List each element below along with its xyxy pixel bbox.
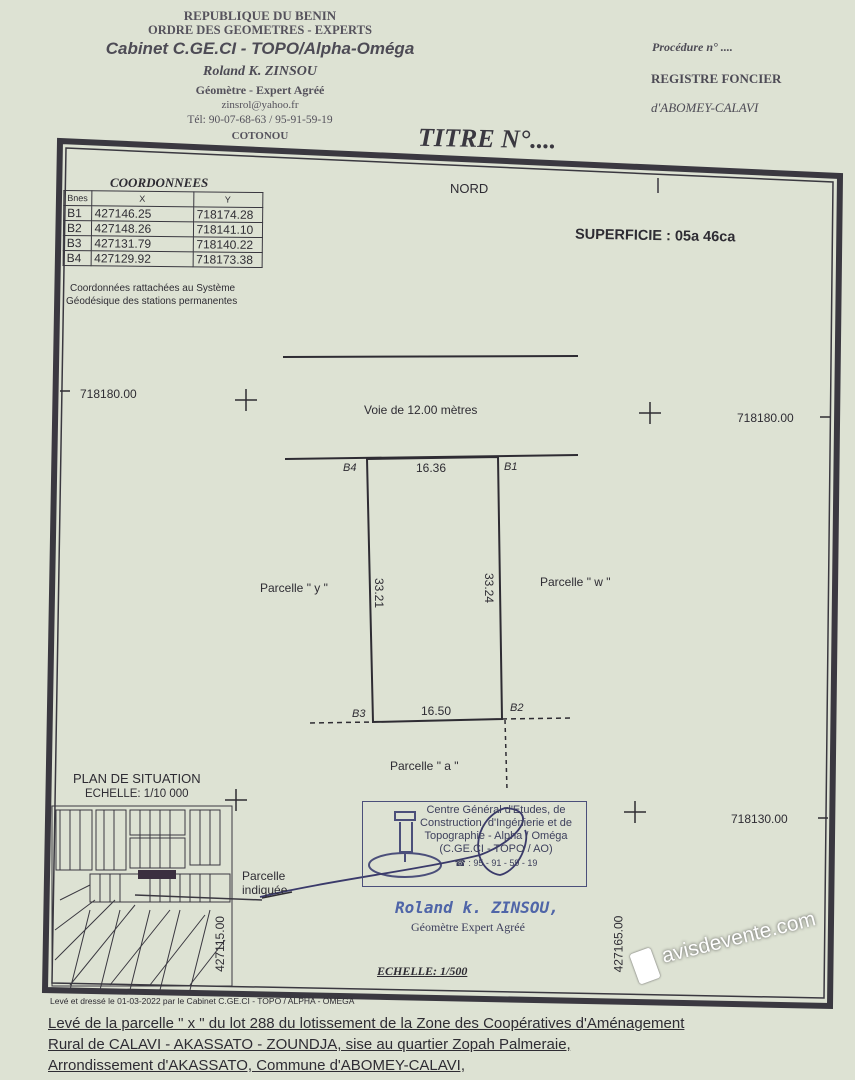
borne-id: B3 xyxy=(63,235,91,251)
stamp-emblem xyxy=(368,811,442,878)
dashed-boundary-east xyxy=(501,717,573,720)
parcel-w-label: Parcelle " w " xyxy=(540,575,611,589)
col-header-bornes: Bnes xyxy=(63,190,92,206)
header-city: COTONOU xyxy=(231,130,289,142)
side-left-length: 33.21 xyxy=(372,577,387,609)
grid-crosses xyxy=(60,389,830,823)
situation-map xyxy=(51,805,263,991)
y-value: 718173.38 xyxy=(192,251,262,268)
header-email: zinsrol@yahoo.fr xyxy=(221,99,299,111)
description-line-1: Levé de la parcelle " x " du lot 288 du … xyxy=(48,1015,685,1032)
header-cabinet: Cabinet C.GE.CI - TOPO/Alpha-Oméga xyxy=(105,39,415,58)
corner-b3: B3 xyxy=(352,708,366,720)
company-stamp: Centre Général d'Etudes, de Construction… xyxy=(362,801,587,887)
coordinates-title: COORDONNEES xyxy=(110,175,209,190)
borne-id: B2 xyxy=(63,220,92,236)
stamp-phone: ☎ : 95 - 91 - 59 - 19 xyxy=(454,858,538,868)
coordinates-note-1: Coordonnées rattachées au Système xyxy=(70,283,236,294)
pointer-line xyxy=(261,891,293,899)
grid-label-x-right: 427165.00 xyxy=(611,915,626,973)
grid-label-y-bottom-right: 718130.00 xyxy=(731,812,788,826)
grid-label-y-left: 718180.00 xyxy=(80,387,137,401)
grid-label-x-left: 427115.00 xyxy=(212,916,227,972)
dashed-boundary-south xyxy=(504,719,508,791)
col-header-x: X xyxy=(91,190,194,207)
signatory-name: Roland k. ZINSOU, xyxy=(395,898,559,917)
frame xyxy=(41,137,844,1010)
registre-commune: d'ABOMEY-CALAVI xyxy=(651,100,759,115)
situation-title: PLAN DE SITUATION xyxy=(73,771,201,786)
header-name: Roland K. ZINSOU xyxy=(203,64,317,79)
header-order: ORDRE DES GEOMETRES - EXPERTS xyxy=(148,23,372,37)
x-value: 427131.79 xyxy=(90,235,193,252)
signature xyxy=(259,807,528,898)
stamp-text: Centre Général d'Etudes, de Construction… xyxy=(420,804,572,855)
superficie: SUPERFICIE : 05a 46ca xyxy=(574,226,736,246)
corner-b4: B4 xyxy=(343,462,357,474)
drawn-by: Levé et dressé le 01-03-2022 par le Cabi… xyxy=(50,996,355,1006)
road-label: Voie de 12.00 mètres xyxy=(364,403,478,417)
description-line-2: Rural de CALAVI - AKASSATO - ZOUNDJA, si… xyxy=(48,1036,571,1053)
side-right-length: 33.24 xyxy=(482,572,497,604)
plan-scale: ECHELLE: 1/500 xyxy=(377,964,468,978)
y-value: 718141.10 xyxy=(192,221,263,238)
side-bottom-length: 16.50 xyxy=(421,704,452,718)
parcel-indicated-label-2: indiquée xyxy=(242,883,288,897)
signatory-role: Géomètre Expert Agréé xyxy=(411,920,525,934)
coordinates-note-2: Géodésique des stations permanentes xyxy=(66,296,238,307)
description-line-3: Arrondissement d'AKASSATO, Commune d'ABO… xyxy=(48,1057,466,1074)
corner-b1: B1 xyxy=(504,461,518,473)
parcel-indicated-label-1: Parcelle xyxy=(242,869,286,883)
road-edge-south xyxy=(284,454,579,460)
borne-id: B4 xyxy=(63,250,91,266)
borne-id: B1 xyxy=(63,205,92,221)
y-value: 718140.22 xyxy=(192,236,262,253)
x-value: 427148.26 xyxy=(90,220,194,237)
col-header-y: Y xyxy=(193,191,263,208)
road-edge-north xyxy=(282,355,579,358)
dashed-boundary-west xyxy=(309,721,374,724)
parcel-y-label: Parcelle " y " xyxy=(260,581,328,595)
procedure-number: Procédure n° .... xyxy=(652,40,733,54)
situation-scale: ECHELLE: 1/10 000 xyxy=(85,788,189,800)
registre-foncier: REGISTRE FONCIER xyxy=(651,71,782,86)
x-value: 427146.25 xyxy=(91,205,194,222)
header-republic: REPUBLIQUE DU BENIN xyxy=(183,8,337,23)
indicated-parcel-marker xyxy=(138,870,176,879)
x-value: 427129.92 xyxy=(90,250,193,267)
grid-label-y-right: 718180.00 xyxy=(737,411,794,425)
parcel-a-label: Parcelle " a " xyxy=(390,759,459,773)
header-role: Géomètre - Expert Agréé xyxy=(195,83,325,97)
header-phone: Tél: 90-07-68-63 / 95-91-59-19 xyxy=(187,114,333,126)
y-value: 718174.28 xyxy=(193,206,263,223)
north-label: NORD xyxy=(450,181,489,196)
corner-b2: B2 xyxy=(510,702,524,714)
side-top-length: 16.36 xyxy=(416,461,447,475)
